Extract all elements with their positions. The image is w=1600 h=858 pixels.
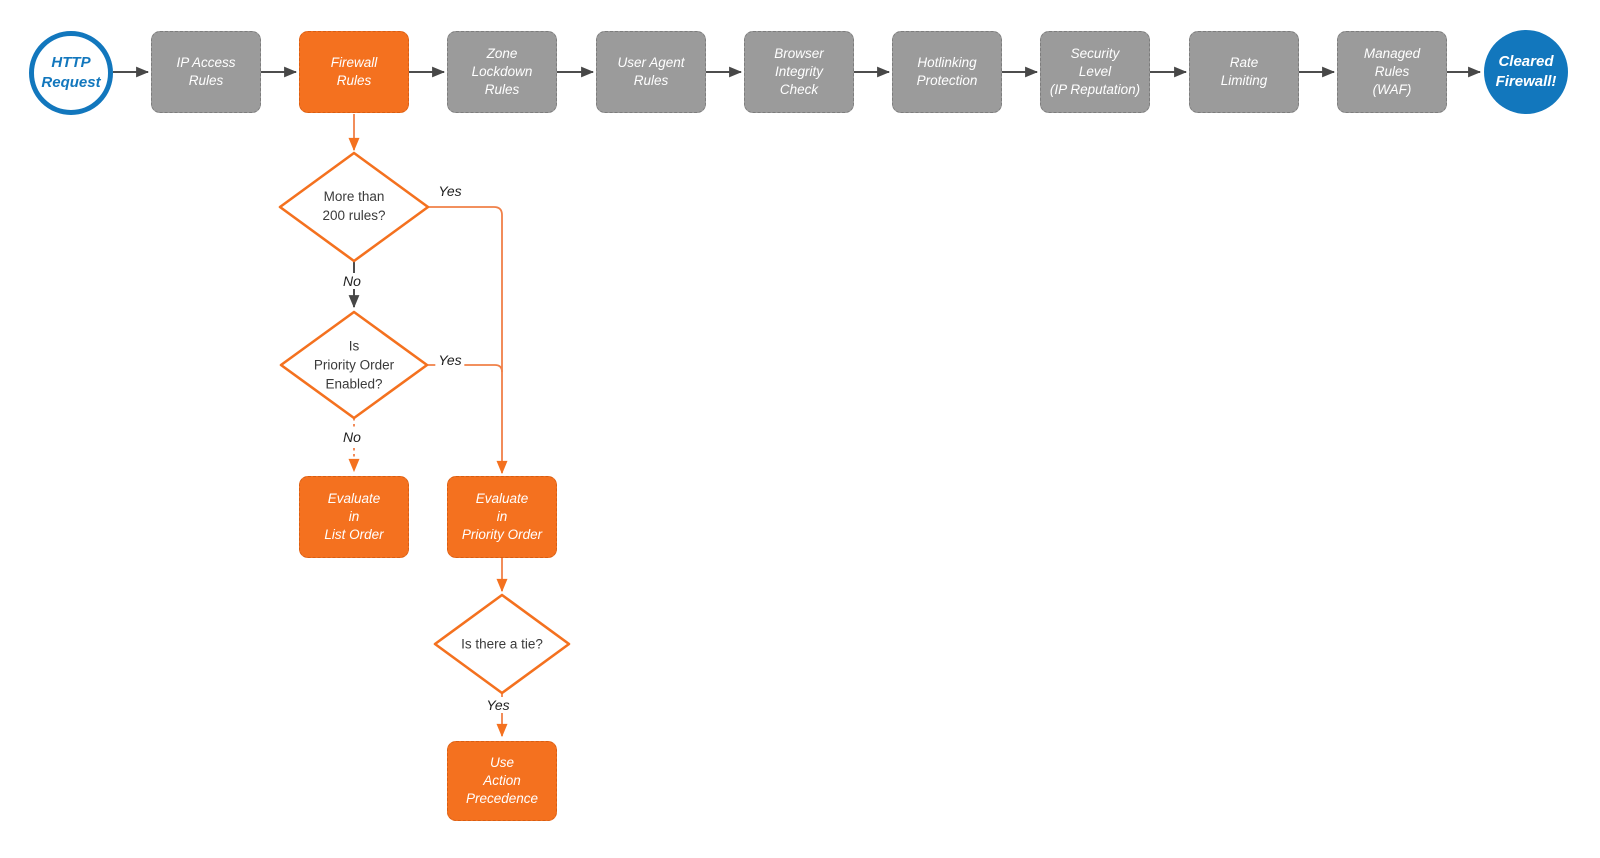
pipeline-connectors (113, 66, 1482, 309)
node-ip-access-rules: IP Access Rules (151, 31, 261, 113)
node-firewall-rules: Firewall Rules (299, 31, 409, 113)
edge-label-d2-no: No (340, 429, 364, 445)
node-user-agent-rules: User Agent Rules (596, 31, 706, 113)
node-zone-lockdown-rules-label: Zone Lockdown Rules (471, 46, 533, 97)
edge-label-d2-yes: Yes (435, 352, 465, 368)
node-browser-integrity-check-label: Browser Integrity Check (774, 46, 824, 97)
node-zone-lockdown-rules: Zone Lockdown Rules (447, 31, 557, 113)
node-firewall-rules-label: Firewall Rules (330, 55, 378, 88)
connector-d1-yes-to-priority (428, 206, 508, 475)
node-user-agent-rules-label: User Agent Rules (617, 55, 685, 88)
node-evaluate-in-list-order-label: Evaluate in List Order (324, 491, 384, 542)
node-cleared-firewall: Cleared Firewall! (1484, 30, 1568, 114)
node-browser-integrity-check: Browser Integrity Check (744, 31, 854, 113)
node-managed-rules-waf-label: Managed Rules (WAF) (1363, 46, 1421, 97)
edge-label-d1-yes: Yes (435, 183, 465, 199)
branch-connectors (348, 114, 508, 738)
node-security-level: Security Level (IP Reputation) (1040, 31, 1150, 113)
node-use-action-precedence: Use Action Precedence (447, 741, 557, 821)
diamond-priority-enabled (279, 310, 429, 420)
edge-label-d1-no: No (340, 273, 364, 289)
node-hotlinking-protection-label: Hotlinking Protection (916, 55, 978, 88)
node-rate-limiting: Rate Limiting (1189, 31, 1299, 113)
node-evaluate-in-list-order: Evaluate in List Order (299, 476, 409, 558)
node-evaluate-in-priority-order: Evaluate in Priority Order (447, 476, 557, 558)
decision-priority-enabled-label: Is Priority Order Enabled? (313, 338, 395, 392)
node-ip-access-rules-label: IP Access Rules (176, 55, 236, 88)
decision-is-there-a-tie-label: Is there a tie? (461, 636, 543, 652)
node-hotlinking-protection: Hotlinking Protection (892, 31, 1002, 113)
node-use-action-precedence-label: Use Action Precedence (465, 755, 539, 806)
diamond-more-than-200 (278, 151, 430, 263)
node-security-level-label: Security Level (IP Reputation) (1049, 46, 1141, 97)
node-cleared-firewall-label: Cleared Firewall! (1495, 53, 1557, 90)
node-http-request-label: HTTP Request (41, 54, 101, 91)
decision-shapes (278, 151, 571, 695)
decision-more-than-200-label: More than 200 rules? (322, 189, 386, 223)
diamond-is-there-a-tie (433, 593, 571, 695)
node-evaluate-in-priority-order-label: Evaluate in Priority Order (461, 491, 543, 542)
connector-d2-yes-merge (427, 364, 503, 373)
edge-label-d3-yes: Yes (483, 697, 513, 713)
node-rate-limiting-label: Rate Limiting (1220, 55, 1268, 88)
node-http-request: HTTP Request (29, 31, 113, 115)
node-managed-rules-waf: Managed Rules (WAF) (1337, 31, 1447, 113)
